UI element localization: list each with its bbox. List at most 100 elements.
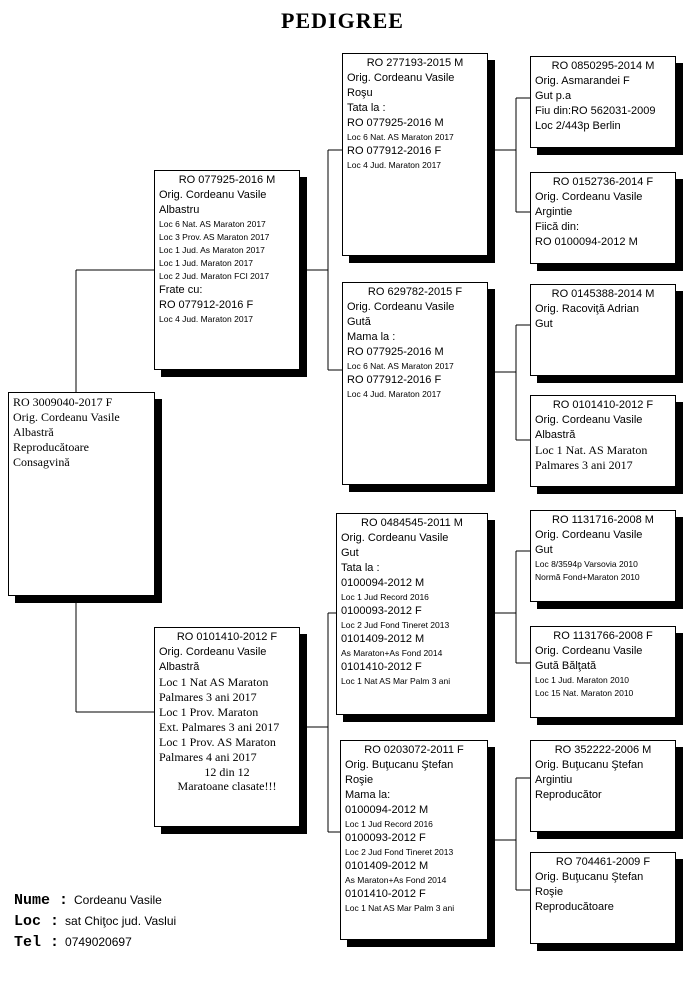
color: Roşu (347, 87, 373, 99)
color: Argintie (535, 206, 573, 218)
info-line: Reproducătoare (13, 440, 89, 454)
offspring-ring: 0100094-2012 M (345, 804, 429, 816)
ring-number: RO 3009040-2017 F (13, 395, 113, 409)
info-line: Reproducătoare (535, 901, 614, 913)
origin: Orig. Cordeanu Vasile (347, 301, 455, 313)
result-line: Normă Fond+Maraton 2010 (535, 572, 640, 582)
result-line: Loc 1 Prov. Maraton (159, 705, 259, 719)
offspring-ring: RO 077912-2016 F (347, 374, 442, 386)
result-line: Loc 8/3594p Varsovia 2010 (535, 559, 638, 569)
owner-name: Cordeanu Vasile (74, 893, 162, 907)
result-line: Loc 1 Jud. Maraton 2010 (535, 675, 630, 685)
result-line: Loc 1 Jud. As Maraton 2017 (159, 245, 265, 255)
result-line: Palmares 3 ani 2017 (535, 458, 633, 472)
offspring-label: Tata la : (347, 102, 386, 114)
color: Gută Bălţată (535, 660, 597, 672)
origin: Orig. Cordeanu Vasile (535, 529, 643, 541)
result-line: Loc 2 Jud Fond Tineret 2013 (341, 620, 450, 630)
origin: Orig. Cordeanu Vasile (535, 414, 643, 426)
offspring-ring: 0100093-2012 F (341, 605, 422, 617)
pedigree-box-sire-dam: RO 629782-2015 F Orig. Cordeanu Vasile G… (342, 282, 488, 485)
owner-contact: Nume :Cordeanu Vasile Loc : sat Chiţoc ju… (14, 890, 176, 953)
info-line: Consagvină (13, 455, 70, 469)
pedigree-box-dds: RO 352222-2006 M Orig. Buţucanu Ştefan A… (530, 740, 676, 832)
result-line: Loc 6 Nat. AS Maraton 2017 (159, 219, 266, 229)
result-line: Loc 2 Jud Fond Tineret 2013 (345, 847, 454, 857)
result-line: 12 din 12 (204, 765, 250, 779)
origin: Orig. Cordeanu Vasile (13, 410, 120, 424)
offspring-ring: RO 077912-2016 F (347, 145, 442, 157)
ring-number: RO 0850295-2014 M (551, 60, 655, 72)
color: Argintiu (535, 774, 573, 786)
ring-number: RO 1131716-2008 M (552, 514, 654, 526)
color: Albastru (159, 204, 200, 216)
result-line: Loc 6 Nat. AS Maraton 2017 (347, 132, 454, 142)
ring-number: RO 0152736-2014 F (552, 176, 654, 188)
color: Gută (347, 316, 371, 328)
color: Gut (535, 544, 553, 556)
ring-number: RO 0145388-2014 M (551, 288, 655, 300)
location-label: Loc : (14, 913, 60, 930)
result-line: Loc 1 Nat. AS Maraton (535, 443, 648, 457)
owner-location: sat Chiţoc jud. Vaslui (65, 914, 177, 928)
ring-number: RO 0203072-2011 F (364, 744, 464, 756)
offspring-label: Mama la : (347, 331, 396, 343)
color: Gut (535, 318, 553, 330)
ring-number: RO 0484545-2011 M (361, 517, 463, 529)
ring-number: RO 277193-2015 M (366, 57, 464, 69)
pedigree-box-dss: RO 1131716-2008 M Orig. Cordeanu Vasile … (530, 510, 676, 602)
offspring-ring: 0101409-2012 M (341, 633, 425, 645)
result-line: Loc 4 Jud. Maraton 2017 (159, 314, 254, 324)
result-line: Loc 1 Nat AS Mar Palm 3 ani (341, 676, 451, 686)
result-line: Loc 4 Jud. Maraton 2017 (347, 160, 442, 170)
origin: Orig. Cordeanu Vasile (341, 532, 449, 544)
offspring-ring: 0100094-2012 M (341, 577, 425, 589)
result-line: As Maraton+As Fond 2014 (341, 648, 443, 658)
origin: Orig. Cordeanu Vasile (159, 189, 267, 201)
sibling-label: Frate cu: (159, 284, 203, 296)
result-line: Ext. Palmares 3 ani 2017 (159, 720, 280, 734)
result-line: Loc 4 Jud. Maraton 2017 (347, 389, 442, 399)
pedigree-box-sdd: RO 0101410-2012 F Orig. Cordeanu Vasile … (530, 395, 676, 487)
owner-name-row: Nume :Cordeanu Vasile (14, 890, 176, 911)
info-line: RO 0100094-2012 M (535, 236, 638, 248)
color: Albastră (13, 425, 54, 439)
pedigree-box-sire-sire: RO 277193-2015 M Orig. Cordeanu Vasile R… (342, 53, 488, 256)
pedigree-box-dsd: RO 1131766-2008 F Orig. Cordeanu Vasile … (530, 626, 676, 718)
result-line: Maratoane clasate!!! (177, 779, 277, 793)
pedigree-box-sds: RO 0145388-2014 M Orig. Racoviţă Adrian … (530, 284, 676, 376)
result-line: As Maraton+As Fond 2014 (345, 875, 447, 885)
color: Gut (341, 547, 359, 559)
offspring-label: Tata la : (341, 562, 380, 574)
offspring-ring: 0101409-2012 M (345, 860, 429, 872)
page-title: PEDIGREE (281, 8, 404, 33)
origin: Orig. Racoviţă Adrian (535, 303, 639, 315)
color: Albastră (159, 661, 200, 673)
pedigree-box-ddd: RO 704461-2009 F Orig. Buţucanu Ştefan R… (530, 852, 676, 944)
origin: Orig. Cordeanu Vasile (535, 191, 643, 203)
owner-phone-row: Tel : 0749020697 (14, 932, 176, 953)
result-line: Loc 2 Jud. Maraton FCI 2017 (159, 271, 270, 281)
pedigree-box-ssd: RO 0152736-2014 F Orig. Cordeanu Vasile … (530, 172, 676, 264)
sibling-ring: RO 077912-2016 F (159, 299, 254, 311)
result-line: Loc 1 Nat AS Mar Palm 3 ani (345, 903, 455, 913)
result-line: Loc 15 Nat. Maraton 2010 (535, 688, 634, 698)
owner-phone: 0749020697 (65, 935, 132, 949)
phone-label: Tel : (14, 934, 60, 951)
origin: Orig. Asmarandei F (535, 75, 630, 87)
result-line: Loc 6 Nat. AS Maraton 2017 (347, 361, 454, 371)
ring-number: RO 0101410-2012 F (176, 631, 278, 643)
color: Roşie (535, 886, 564, 898)
ring-number: RO 352222-2006 M (554, 744, 652, 756)
owner-location-row: Loc : sat Chiţoc jud. Vaslui (14, 911, 176, 932)
pedigree-box-dam: RO 0101410-2012 F Orig. Cordeanu Vasile … (154, 627, 300, 827)
info-line: Loc 2/443p Berlin (535, 120, 621, 132)
origin: Orig. Buţucanu Ştefan (345, 759, 454, 771)
info-line: Fiu din:RO 562031-2009 (535, 105, 656, 117)
ring-number: RO 629782-2015 F (367, 286, 463, 298)
ring-number: RO 0101410-2012 F (552, 399, 654, 411)
pedigree-box-subject: RO 3009040-2017 F Orig. Cordeanu Vasile … (8, 392, 155, 596)
result-line: Loc 3 Prov. AS Maraton 2017 (159, 232, 270, 242)
offspring-ring: RO 077925-2016 M (347, 346, 444, 358)
